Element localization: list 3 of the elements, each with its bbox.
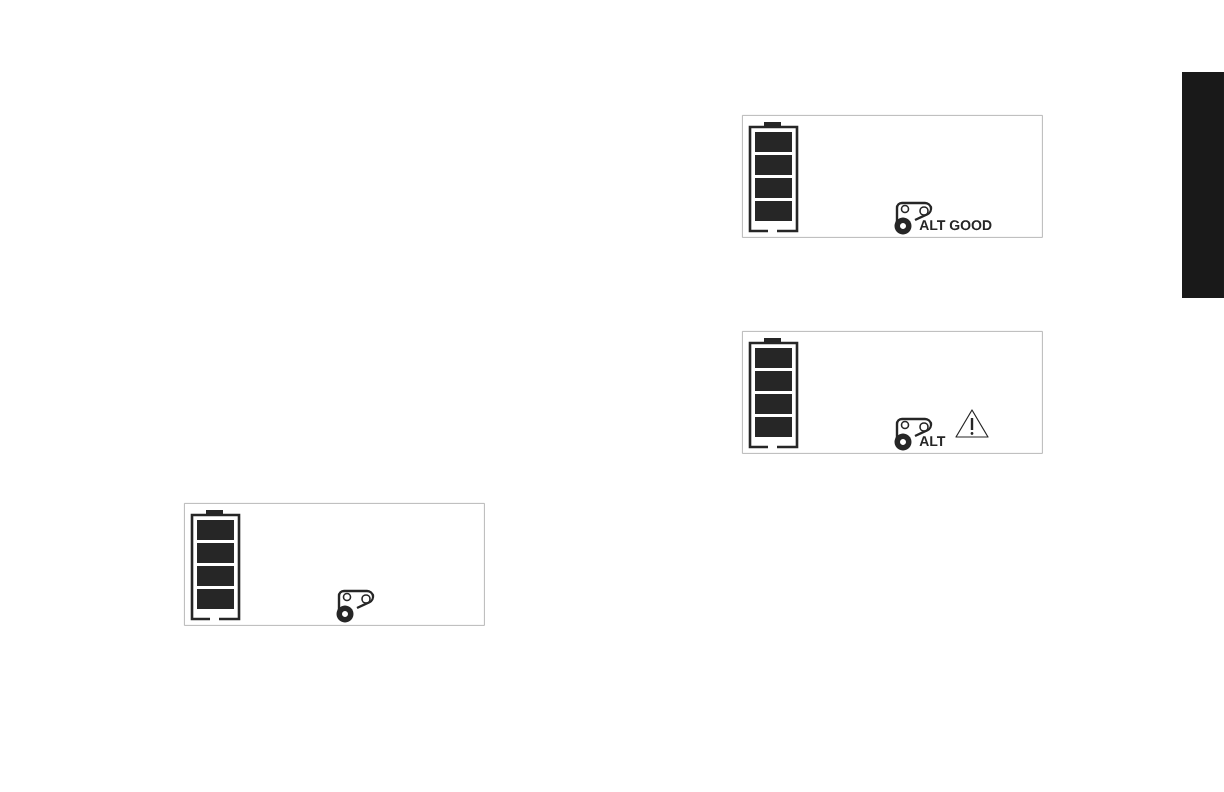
lcd-panel: ALT GOOD	[742, 115, 1043, 238]
lcd-panel: ALT	[742, 331, 1043, 454]
lcd-panel	[184, 503, 485, 626]
